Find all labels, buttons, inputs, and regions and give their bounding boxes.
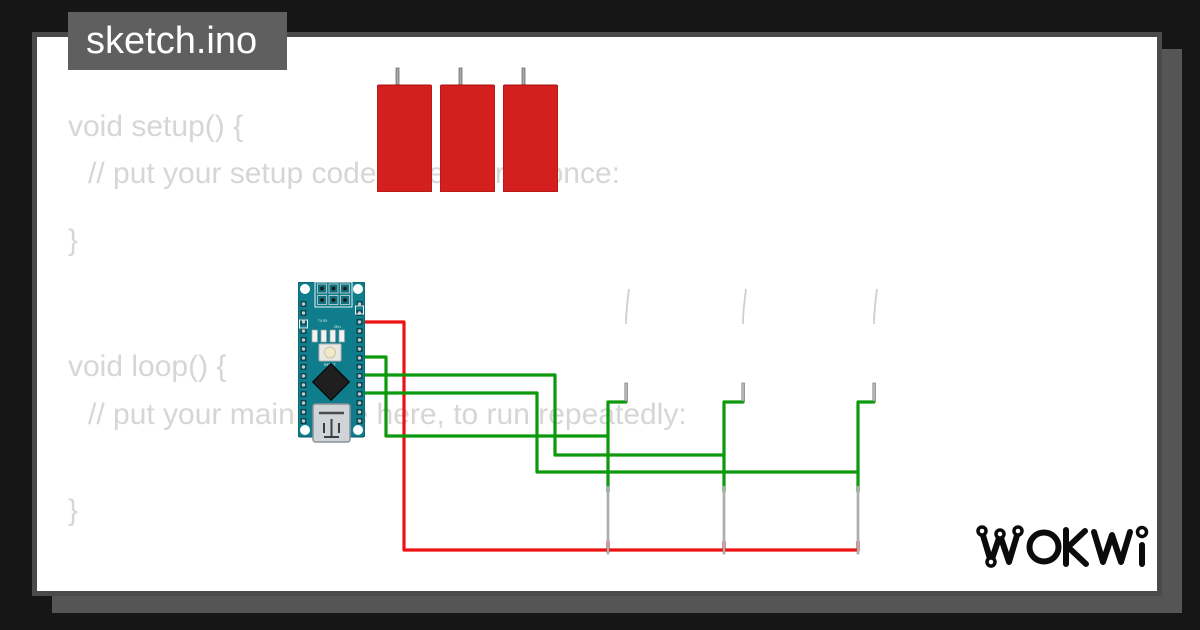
usb-connector — [312, 403, 351, 443]
relay-board[interactable]: IN GND VCC LED1 PWR Relay Module NO COM … — [503, 84, 558, 192]
code-line: } — [68, 494, 79, 527]
resistor-lead — [856, 485, 860, 555]
thermistor-leg: 103 S - — [625, 288, 630, 325]
onl-label: ON L — [334, 325, 342, 329]
mounting-hole — [353, 284, 363, 294]
led-bank — [311, 329, 345, 343]
relay-module-2[interactable]: IN GND VCC LED1 PWR Relay Module NO COM … — [440, 60, 495, 192]
arduino-nano[interactable]: TX RX ON L RESET — [298, 282, 365, 445]
logo-node — [985, 556, 997, 568]
temperature-sensor-module-2[interactable]: 103 S - — [719, 274, 782, 402]
code-line: // put your main code here, to run repea… — [88, 398, 687, 431]
icsp-header — [314, 282, 353, 308]
relay-board[interactable]: IN GND VCC LED1 PWR Relay Module NO COM … — [440, 84, 495, 192]
logo-letter-k — [1063, 527, 1089, 567]
thermistor-leg: 103 S - — [873, 288, 878, 325]
sketch-file-tab[interactable]: sketch.ino — [68, 12, 287, 70]
logo-letter-w2 — [1091, 529, 1133, 565]
code-line: } — [68, 224, 79, 257]
resistor-lead — [606, 485, 610, 555]
pin-rows — [299, 301, 364, 424]
mounting-hole — [300, 284, 310, 294]
logo-node — [994, 528, 1006, 540]
resistor-3[interactable] — [850, 484, 866, 556]
resistor-1[interactable] — [600, 484, 616, 556]
reset-button[interactable] — [318, 343, 342, 362]
code-line: void setup() { — [68, 110, 244, 143]
code-line: void loop() { — [68, 350, 227, 383]
mcu-chip — [311, 362, 351, 402]
logo-node — [1135, 525, 1149, 539]
mounting-hole — [300, 425, 310, 435]
thermistor-leg: 103 S - — [742, 288, 747, 325]
wokwi-logo: WOKWI — [976, 525, 1149, 568]
txrx-label: TX RX — [318, 319, 328, 323]
sketch-file-tab-label: sketch.ino — [86, 20, 258, 62]
resistor-lead — [722, 485, 726, 555]
sensor-bottom-pins — [872, 382, 876, 402]
logo-letter-o — [1026, 529, 1062, 565]
sensor-bottom-pins — [741, 382, 745, 402]
sensor-bottom-pins — [624, 382, 628, 402]
logo-node — [1012, 525, 1024, 537]
temperature-sensor-module-1[interactable]: 103 S - — [602, 274, 665, 402]
logo-node — [976, 525, 988, 537]
relay-board[interactable]: IN GND VCC LED1 PWR Relay Module NO COM … — [377, 84, 432, 192]
mounting-hole — [353, 425, 363, 435]
relay-module-3[interactable]: IN GND VCC LED1 PWR Relay Module NO COM … — [503, 60, 558, 192]
relay-module-1[interactable]: IN GND VCC LED1 PWR Relay Module NO COM … — [377, 60, 432, 192]
resistor-2[interactable] — [716, 484, 732, 556]
temperature-sensor-module-3[interactable]: 103 S - — [850, 274, 913, 402]
